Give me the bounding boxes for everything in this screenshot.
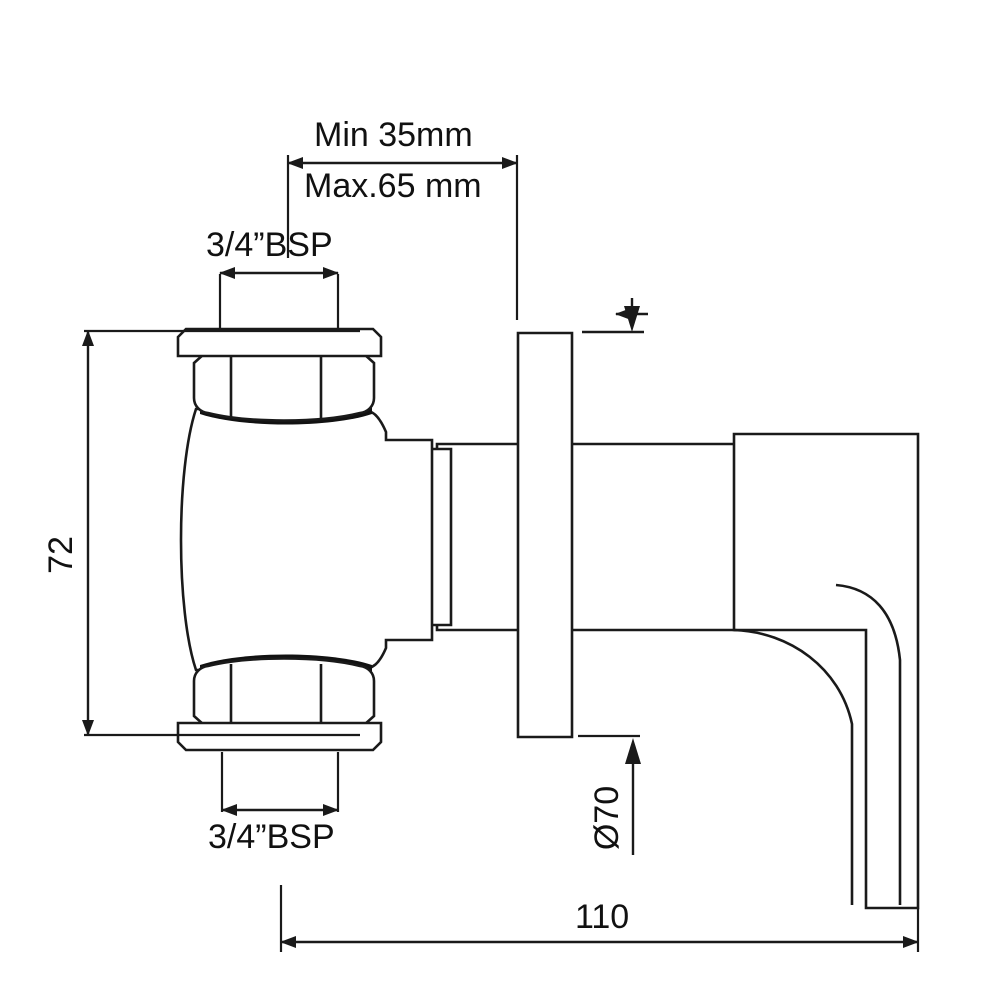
dimension-label-min-depth: Min 35mm bbox=[314, 116, 473, 154]
dimension-label-bsp-top: 3/4”BSP bbox=[206, 226, 333, 264]
valve-assembly-geometry bbox=[176, 327, 920, 910]
assembly-joint-lines bbox=[572, 443, 734, 631]
upper-end-cap bbox=[176, 327, 383, 358]
dimension-label-diameter: Ø70 bbox=[588, 786, 626, 850]
dimension-flange-diameter: Ø70 bbox=[578, 734, 641, 855]
dimension-wall-depth: Min 35mm Max.65 mm bbox=[286, 116, 519, 320]
dimension-inlet-thread-top: 3/4”BSP bbox=[206, 226, 340, 332]
dimension-flange-thickness-pointer bbox=[582, 298, 648, 334]
dimension-label-projection: 110 bbox=[575, 898, 629, 936]
valve-body bbox=[179, 407, 434, 672]
dimension-label-max-depth: Max.65 mm bbox=[304, 167, 482, 205]
dimension-overall-projection: 110 bbox=[279, 885, 920, 952]
dimension-body-height: 72 bbox=[42, 329, 360, 737]
dimension-inlet-thread-bottom: 3/4”BSP bbox=[208, 752, 340, 856]
upper-hex-nut bbox=[192, 352, 376, 425]
dimension-label-bsp-bottom: 3/4”BSP bbox=[208, 818, 335, 856]
spindle-sleeve bbox=[435, 442, 744, 632]
lower-end-cap bbox=[176, 721, 383, 752]
lower-hex-nut bbox=[192, 654, 376, 727]
handle-block bbox=[732, 432, 920, 910]
wall-flange-plate bbox=[516, 331, 574, 739]
dimension-label-height: 72 bbox=[42, 536, 80, 574]
